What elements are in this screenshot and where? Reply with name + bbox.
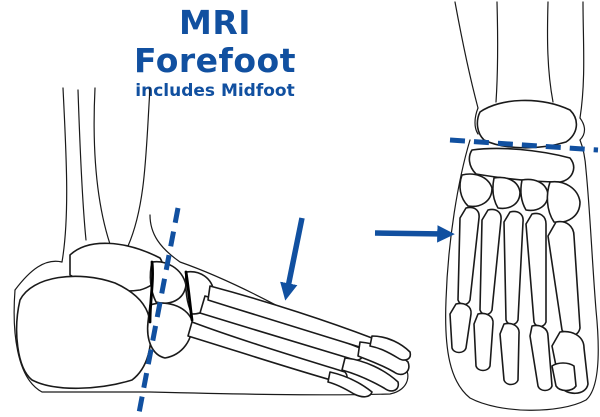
calcaneus-bone	[17, 276, 151, 388]
cuneiform-bones	[493, 178, 520, 209]
dorsal-foot-diagram	[446, 2, 599, 410]
metatarsal-bone	[458, 207, 479, 304]
metatarsal-bone	[480, 209, 501, 314]
tibia-outline	[455, 2, 478, 108]
toe-phalanges	[500, 323, 519, 384]
cuneiform-bones	[521, 180, 548, 211]
metatarsal-bone	[504, 211, 523, 324]
toe-phalanges	[530, 325, 552, 390]
fibula-outline	[94, 88, 112, 250]
tibia-front-outline	[128, 88, 150, 246]
metatarsal-bone	[548, 222, 580, 336]
metatarsal-bone	[526, 213, 546, 326]
talus-bone	[477, 100, 576, 147]
toe-phalanges	[474, 313, 493, 370]
cuboid-bone	[547, 182, 580, 223]
toe-phalanges	[450, 303, 471, 352]
tibia-outline	[62, 88, 67, 262]
cuneiform-bones	[460, 174, 492, 206]
navicular-bone	[469, 148, 573, 182]
lateral-forefoot-arrow	[287, 218, 302, 292]
fibula-outline	[580, 2, 584, 118]
dorsal-forefoot-arrow	[375, 233, 446, 234]
lateral-foot-diagram	[14, 88, 410, 397]
